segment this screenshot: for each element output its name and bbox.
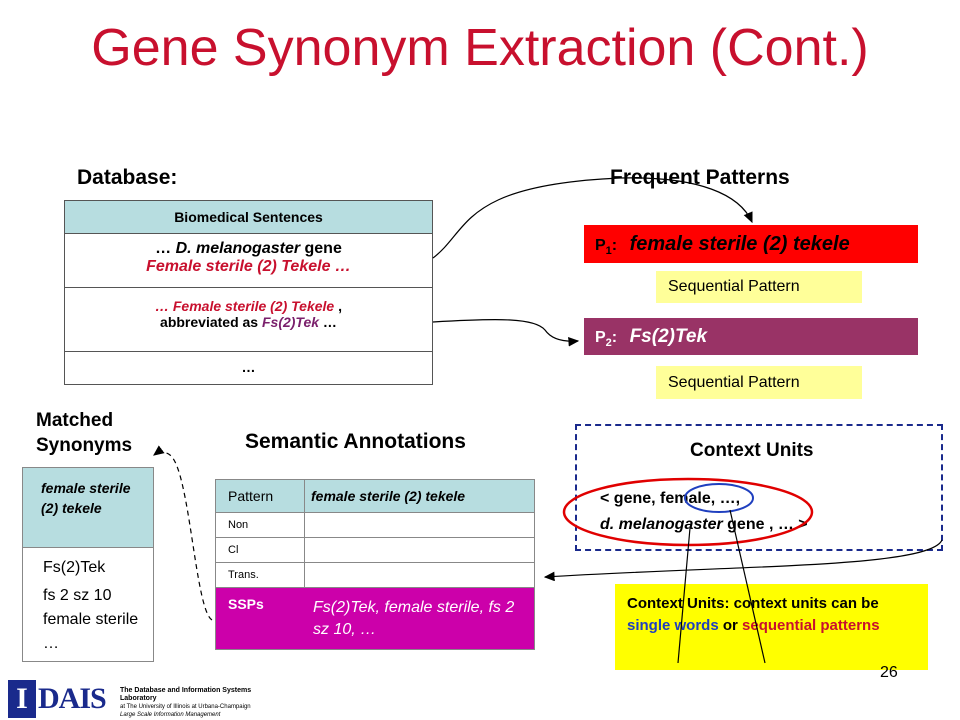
semantic-row-label: Trans.: [216, 563, 305, 587]
slide-title: Gene Synonym Extraction (Cont.): [91, 19, 869, 77]
semantic-row: Trans.: [215, 563, 535, 588]
semantic-table: Pattern female sterile (2) tekele Non Cl…: [215, 479, 535, 650]
note-blue: single words: [627, 617, 719, 634]
context-line-1: < gene, female, …,: [600, 490, 741, 507]
dashed-arrow-ssp-to-matched: [153, 445, 213, 621]
note-pointer-left: [677, 527, 691, 664]
row1-line2: Female sterile (2) Tekele …: [146, 258, 351, 275]
semantic-row-label: Non: [216, 513, 305, 537]
context-species: d. melanogaster: [600, 516, 723, 533]
logo-line-3: Large Scale Information Management: [120, 712, 221, 718]
p1-text: female sterile (2) tekele: [629, 233, 850, 255]
seq-pattern-1: Sequential Pattern: [656, 271, 862, 303]
p1-colon: :: [611, 237, 618, 254]
seq-pattern-2: Sequential Pattern: [656, 366, 862, 399]
p2-colon: :: [611, 329, 618, 346]
database-header: Biomedical Sentences: [64, 200, 433, 234]
row2-purple: Fs(2)Tek: [261, 314, 320, 330]
pattern-p1: P1: female sterile (2) tekele: [584, 225, 918, 263]
matched-heading: Matched Synonyms: [36, 408, 132, 458]
semantic-header-right: female sterile (2) tekele: [311, 488, 466, 504]
row1-species: D. melanogaster: [175, 240, 301, 257]
semantic-ssp-row: SSPs Fs(2)Tek, female sterile, fs 2 sz 1…: [215, 588, 535, 650]
logo-line-2: at The University of Illinois at Urbana-…: [120, 704, 251, 710]
logo-letters: DAIS: [38, 682, 107, 715]
semantic-row-label: Cl: [216, 538, 305, 562]
ssp-label: SSPs: [216, 588, 305, 649]
database-heading: Database:: [77, 166, 178, 189]
row2-pre: abbreviated as: [160, 314, 262, 330]
logo-text: The Database and Information Systems Lab…: [120, 687, 270, 719]
context-rest: gene , … >: [722, 516, 808, 533]
context-line-2: d. melanogaster gene , … >: [600, 516, 808, 534]
ssp-value: Fs(2)Tek, female sterile, fs 2 sz 10, …: [305, 588, 534, 649]
p1-sub: 1: [605, 245, 612, 258]
note-red: sequential patterns: [742, 617, 880, 634]
row1-post: gene: [300, 240, 342, 257]
matched-items: Fs(2)Tek fs 2 sz 10 female sterile …: [23, 548, 153, 656]
semantic-row: Cl: [215, 538, 535, 563]
semantic-heading: Semantic Annotations: [245, 430, 466, 453]
row1-pre: …: [155, 240, 176, 257]
daIs-logo: I DAIS The Database and Information Syst…: [8, 680, 258, 718]
logo-line-1: The Database and Information Systems Lab…: [120, 687, 252, 702]
row2-tail: ,: [334, 298, 342, 314]
p2-label: P: [595, 329, 606, 346]
context-red-ellipse: [562, 477, 814, 547]
arrow-context-to-semantic: [543, 539, 943, 582]
arrow-row1-to-p1: [432, 177, 753, 259]
note-mid: or: [718, 617, 743, 634]
p2-sub: 2: [605, 337, 612, 350]
matched-heading-2: Synonyms: [36, 435, 133, 456]
patterns-heading: Frequent Patterns: [610, 166, 790, 189]
matched-item: fs 2 sz 10 female sterile …: [43, 587, 139, 652]
database-row-3: …: [64, 352, 433, 385]
logo-i-block: I: [8, 680, 36, 718]
row2-red: … Female sterile (2) Tekele: [154, 298, 335, 314]
context-heading: Context Units: [690, 440, 814, 461]
database-row-2: … Female sterile (2) Tekele , abbreviate…: [64, 288, 433, 352]
matched-heading-1: Matched: [36, 410, 114, 431]
database-row-1: … D. melanogaster gene Female sterile (2…: [64, 234, 433, 288]
semantic-header-left: Pattern: [216, 480, 305, 512]
note-pre: Context Units: context units can be: [627, 595, 879, 612]
row2-tail2: …: [319, 314, 337, 330]
semantic-header-row: Pattern female sterile (2) tekele: [215, 479, 535, 513]
matched-table: female sterile (2) tekele Fs(2)Tek fs 2 …: [22, 467, 154, 662]
page-number: 26: [880, 664, 898, 681]
context-note: Context Units: context units can be sing…: [615, 584, 928, 670]
matched-header: female sterile (2) tekele: [23, 468, 153, 548]
semantic-row: Non: [215, 513, 535, 538]
arrow-row2-to-p2: [432, 319, 580, 347]
context-box: [575, 424, 943, 551]
database-table: Biomedical Sentences … D. melanogaster g…: [64, 200, 433, 385]
p2-text: Fs(2)Tek: [629, 326, 708, 347]
matched-item: Fs(2)Tek: [43, 559, 106, 576]
note-pointer-right: [729, 509, 766, 664]
pattern-p2: P2: Fs(2)Tek: [584, 318, 918, 355]
p1-label: P: [595, 237, 606, 254]
context-blue-ellipse: [684, 483, 754, 513]
